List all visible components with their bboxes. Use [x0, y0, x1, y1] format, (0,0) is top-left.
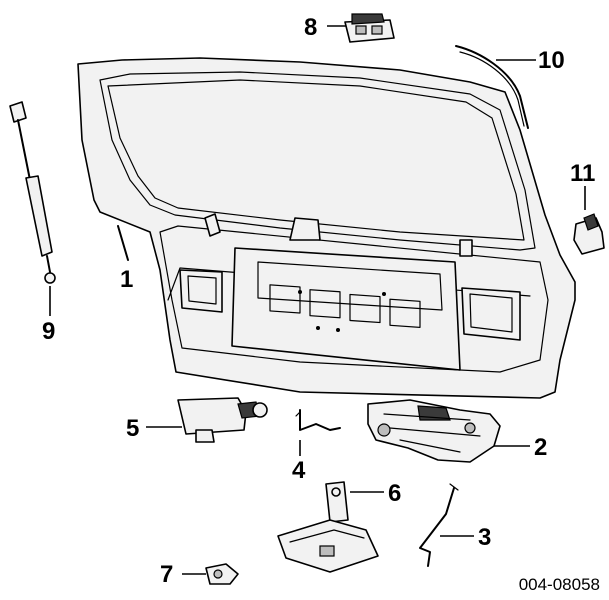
weatherstrip	[455, 45, 529, 129]
liftgate-panel	[77, 57, 576, 399]
trim-block	[573, 213, 605, 255]
callout-8: 8	[304, 14, 317, 41]
callout-1: 1	[120, 266, 133, 293]
release-rod	[419, 487, 455, 567]
support-strut	[9, 101, 56, 284]
latch-striker	[277, 481, 379, 573]
callout-11: 11	[570, 160, 595, 187]
callout-2: 2	[534, 434, 547, 461]
callout-4: 4	[292, 457, 306, 484]
callout-3: 3	[478, 524, 491, 551]
callout-6: 6	[388, 480, 401, 507]
bumper-clip	[205, 563, 239, 585]
callout-5: 5	[126, 415, 139, 442]
drawing-code: 004-08058	[519, 575, 600, 594]
callout-7: 7	[160, 561, 173, 588]
latch-assembly	[367, 399, 501, 463]
callout-10: 10	[538, 47, 565, 74]
latch-actuator	[177, 397, 268, 443]
callout-9: 9	[42, 318, 55, 345]
liftgate-hinge	[344, 13, 395, 43]
link-rod	[299, 409, 341, 431]
